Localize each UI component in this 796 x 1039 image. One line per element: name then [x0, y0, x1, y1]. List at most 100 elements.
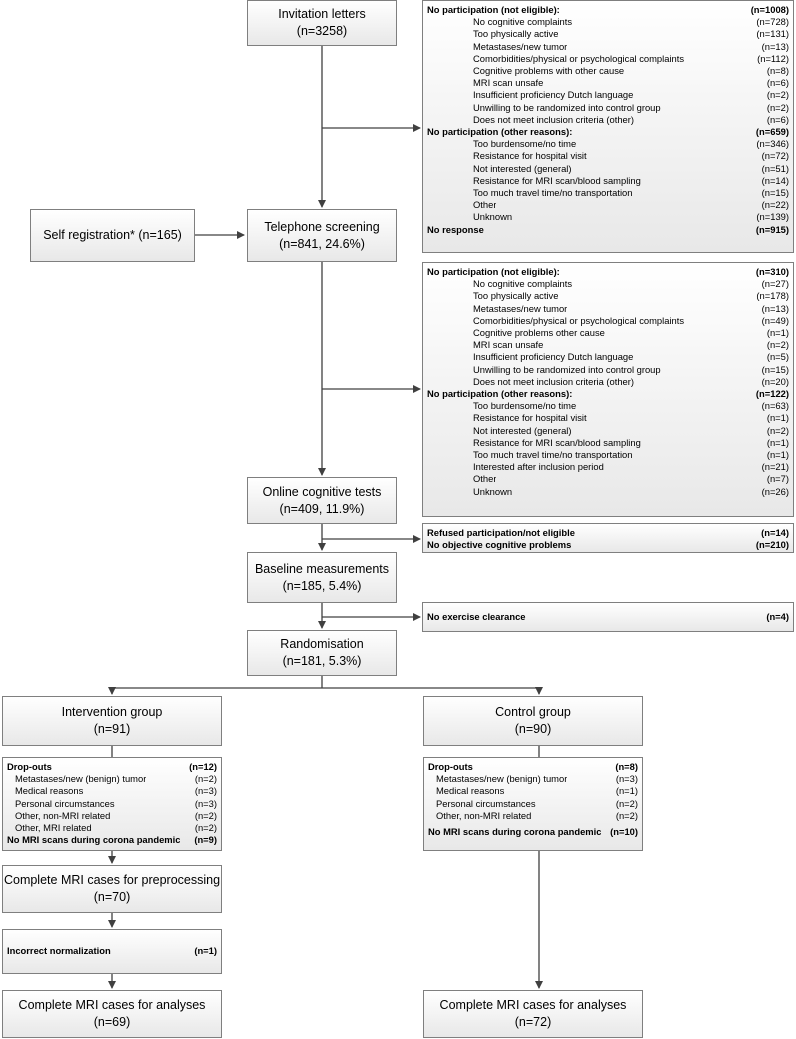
node-title: Online cognitive tests	[262, 484, 382, 499]
exclusion-row: Resistance for hospital visit (n=72)	[427, 150, 789, 162]
row-label: Not interested (general)	[473, 162, 572, 174]
row-label: Incorrect normalization	[7, 945, 111, 956]
exclusion-row: Resistance for MRI scan/blood sampling (n…	[427, 437, 789, 449]
row-label: Too burdensome/no time	[473, 400, 577, 412]
row-count: (n=51)	[761, 162, 789, 174]
exclusion-row: Refused participation/not eligible(n=14)	[427, 527, 789, 539]
row-label: Medical reasons	[15, 785, 84, 797]
online-exclusion-box: Refused participation/not eligible(n=14)…	[422, 523, 794, 553]
exclusion-row: No response(n=915)	[427, 224, 789, 236]
exclusion-row: Too physically active (n=131)	[427, 28, 789, 40]
exclusion-row: Metastases/new tumor(n=13)	[427, 303, 789, 315]
row-count: (n=1)	[615, 785, 638, 797]
row-label: No cognitive complaints	[473, 278, 573, 290]
exclusion-row: Incorrect normalization(n=1)	[7, 945, 217, 957]
exclusion-row: Not interested (general)(n=2)	[427, 425, 789, 437]
row-label: Medical reasons	[436, 785, 505, 797]
exclusion-row: Comorbidities/physical or psychological …	[427, 315, 789, 327]
row-label: Drop-outs	[428, 761, 473, 772]
exclusion-row: Metastases/new (benign) tumor(n=2)	[7, 773, 217, 785]
exclusion-row: Insufficient proficiency Dutch language (…	[427, 89, 789, 101]
node-title: Intervention group	[61, 705, 163, 719]
node-title: Baseline measurements	[254, 561, 390, 576]
exclusion-row: No participation (other reasons):(n=122)	[427, 388, 789, 400]
row-label: MRI scan unsafe	[473, 339, 544, 351]
row-count: (n=139)	[756, 211, 789, 223]
intervention-group-box: Intervention group (n=91)	[2, 696, 222, 746]
row-count: (n=49)	[761, 314, 789, 326]
row-label: Resistance for MRI scan/blood sampling	[473, 436, 641, 448]
row-label: Too much travel time/no transportation	[473, 449, 633, 461]
row-label: Unwilling to be randomized into control …	[473, 101, 661, 113]
exclusion-row: Does not meet inclusion criteria (other)…	[427, 376, 789, 388]
exclusion-row: Drop-outs(n=8)	[428, 761, 638, 773]
row-label: Unknown	[473, 485, 513, 497]
node-title: Control group	[495, 705, 571, 719]
row-count: (n=6)	[766, 113, 789, 125]
exclusion-row: Medical reasons(n=3)	[7, 785, 217, 797]
row-label: Personal circumstances	[15, 797, 115, 809]
row-count: (n=2)	[766, 89, 789, 101]
row-count: (n=2)	[194, 822, 217, 834]
row-count: (n=2)	[766, 339, 789, 351]
exclusion-row: No objective cognitive problems(n=210)	[427, 539, 789, 551]
exclusion-row: No MRI scans during corona pandemic(n=9)	[7, 834, 217, 846]
exclusion-row: Too burdensome/no time(n=63)	[427, 400, 789, 412]
row-label: No MRI scans during corona pandemic	[428, 826, 602, 838]
exclusion-row: Cognitive problems with other cause(n=8)	[427, 65, 789, 77]
node-count: (n=409, 11.9%)	[279, 501, 365, 516]
exclusion-row: Unwilling to be randomized into control …	[427, 364, 789, 376]
row-count: (n=14)	[761, 174, 789, 186]
row-count: (n=27)	[761, 278, 789, 290]
row-count: (n=2)	[766, 101, 789, 113]
row-count: (n=26)	[761, 485, 789, 497]
row-label: No participation (not eligible):	[427, 4, 560, 15]
exclusion-row: Unwilling to be randomized into control …	[427, 102, 789, 114]
telephone-exclusion-box: No participation (not eligible):(n=310)N…	[422, 262, 794, 517]
row-label: Cognitive problems other cause	[473, 327, 605, 339]
row-count: (n=2)	[766, 424, 789, 436]
row-count: (n=3)	[194, 797, 217, 809]
row-count: (n=72)	[761, 150, 789, 162]
row-label: MRI scan unsafe	[473, 77, 544, 89]
row-count: (n=10)	[610, 826, 638, 838]
row-count: (n=178)	[756, 290, 789, 302]
node-title: Complete MRI cases for preprocessing	[3, 873, 221, 887]
row-label: Too burdensome/no time	[473, 138, 577, 150]
exclusion-row: Other, non-MRI related(n=2)	[7, 810, 217, 822]
control-dropouts-box: Drop-outs(n=8)Metastases/new (benign) tu…	[423, 757, 643, 851]
row-label: Too physically active	[473, 28, 559, 40]
row-label: Metastases/new tumor	[473, 302, 568, 314]
exclusion-row: MRI scan unsafe (n=2)	[427, 339, 789, 351]
row-count: (n=22)	[761, 199, 789, 211]
row-label: Too much travel time/no transportation	[473, 187, 633, 199]
exclusion-row: No cognitive complaints(n=728)	[427, 16, 789, 28]
row-label: Interested after inclusion period	[473, 461, 604, 473]
row-count: (n=7)	[766, 473, 789, 485]
exclusion-row: Insufficient proficiency Dutch language (…	[427, 351, 789, 363]
exclusion-row: Other(n=7)	[427, 473, 789, 485]
row-count: (n=131)	[756, 28, 789, 40]
row-label: Resistance for hospital visit	[473, 412, 587, 424]
row-count: (n=2)	[194, 773, 217, 785]
row-label: No objective cognitive problems	[427, 539, 572, 551]
node-title: Telephone screening	[264, 219, 380, 234]
row-label: Insufficient proficiency Dutch language	[473, 351, 634, 363]
exclusion-row: Drop-outs(n=12)	[7, 761, 217, 773]
row-label: Resistance for hospital visit	[473, 150, 587, 162]
node-title: Self registration* (n=165)	[43, 228, 182, 242]
baseline-measurements-box: Baseline measurements (n=185, 5.4%)	[247, 552, 397, 603]
row-count: (n=1)	[766, 412, 789, 424]
row-count: (n=1)	[766, 436, 789, 448]
row-count: (n=15)	[761, 187, 789, 199]
row-label: Insufficient proficiency Dutch language	[473, 89, 634, 101]
row-label: Unknown	[473, 211, 513, 223]
row-count: (n=659)	[755, 126, 789, 138]
baseline-exclusion-box: No exercise clearance(n=4)	[422, 602, 794, 632]
row-count: (n=5)	[766, 351, 789, 363]
exclusion-row: Comorbidities/physical or psychological …	[427, 53, 789, 65]
row-label: Other, non-MRI related	[436, 809, 532, 821]
node-count: (n=91)	[93, 722, 131, 736]
